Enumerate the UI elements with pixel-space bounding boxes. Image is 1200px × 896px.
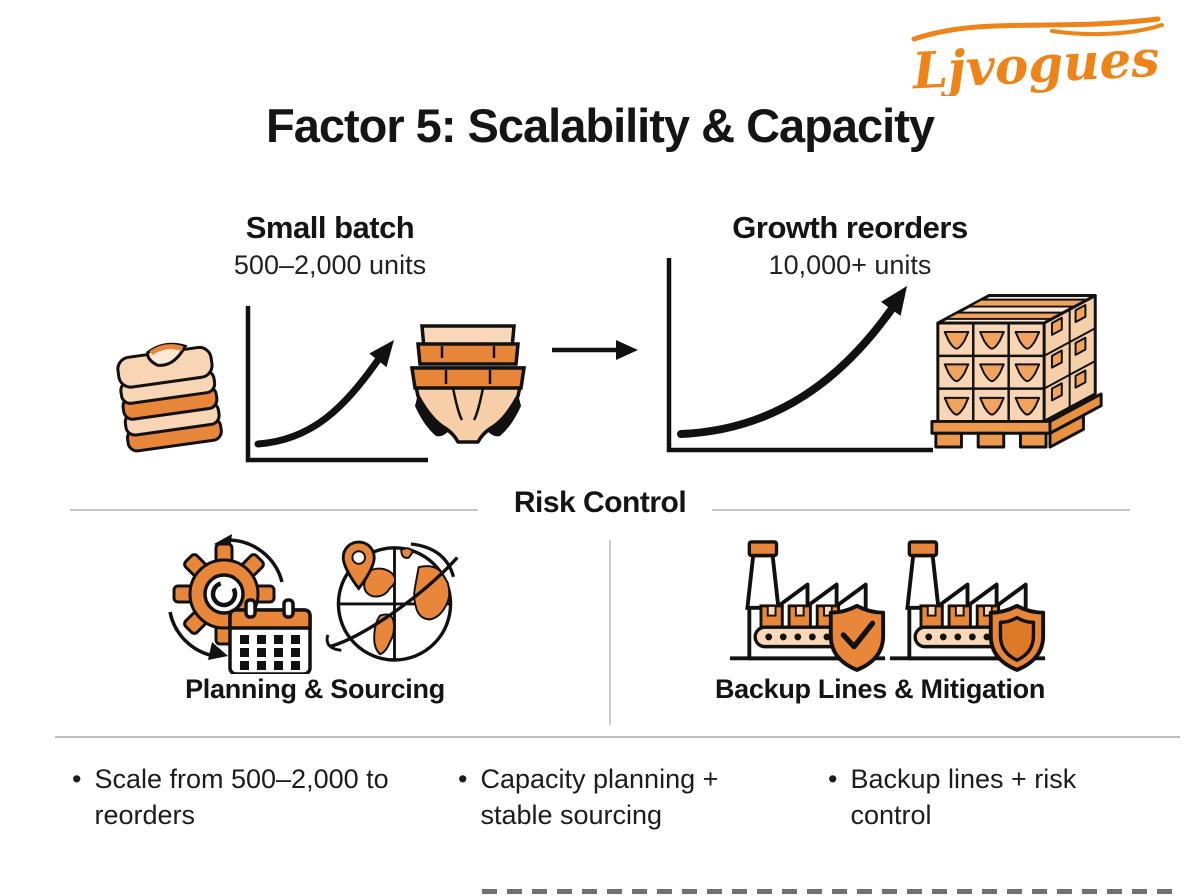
underwear-icon: [398, 318, 538, 450]
risk-vertical-divider: [609, 540, 611, 725]
bullet-item: Scale from 500–2,000 to reorders: [72, 762, 417, 833]
stage-units: 500–2,000 units: [233, 250, 427, 280]
bullet-text: Scale from 500–2,000 to reorders: [94, 764, 389, 830]
stage-units: 10,000+ units: [768, 250, 932, 280]
logo-swoosh-2: [1050, 23, 1164, 37]
logo-swoosh: [911, 16, 1161, 42]
bullet-dot: [458, 762, 467, 833]
label-planning-sourcing: Planning & Sourcing: [185, 674, 445, 704]
label-backup-mitigation: Backup Lines & Mitigation: [714, 674, 1046, 704]
globe-pin-icon: [322, 532, 467, 672]
bullet-text: Backup lines + risk control: [850, 764, 1077, 830]
bullet-item: Capacity planning + stable sourcing: [458, 762, 788, 833]
bullet-item: Backup lines + risk control: [828, 762, 1118, 833]
brand-logo: Ljvogues: [902, 12, 1172, 96]
folded-clothes-icon: [108, 322, 230, 454]
stage-heading: Small batch: [245, 210, 415, 245]
factory-check-shield-icon: [728, 532, 888, 673]
brand-logo-graphic: Ljvogues: [909, 16, 1164, 96]
stage-small-batch: Small batch 500–2,000 units: [130, 210, 530, 281]
growth-chart-large-icon: [655, 252, 940, 462]
arrow-right-icon: [550, 338, 640, 362]
factory-double-shield-icon: [888, 532, 1048, 673]
bullet-dot: [828, 762, 837, 833]
risk-divider-left: [70, 509, 478, 511]
bullet-dot: [72, 762, 81, 833]
growth-chart-small-icon: [232, 300, 432, 468]
pallet-boxes-icon: [928, 262, 1110, 454]
stage-growth-reorders: Growth reorders 10,000+ units: [650, 210, 1050, 281]
bottom-divider: [55, 736, 1180, 738]
risk-divider-right: [712, 509, 1130, 511]
stage-heading: Growth reorders: [732, 210, 968, 245]
bullet-text: Capacity planning + stable sourcing: [480, 764, 719, 830]
gear-calendar-icon: [162, 532, 322, 674]
brand-logo-text: Ljvogues: [909, 29, 1161, 96]
cutoff-text-artifact: [482, 889, 1182, 894]
risk-heading: Risk Control: [513, 486, 687, 519]
page-title: Factor 5: Scalability & Capacity: [265, 99, 935, 152]
